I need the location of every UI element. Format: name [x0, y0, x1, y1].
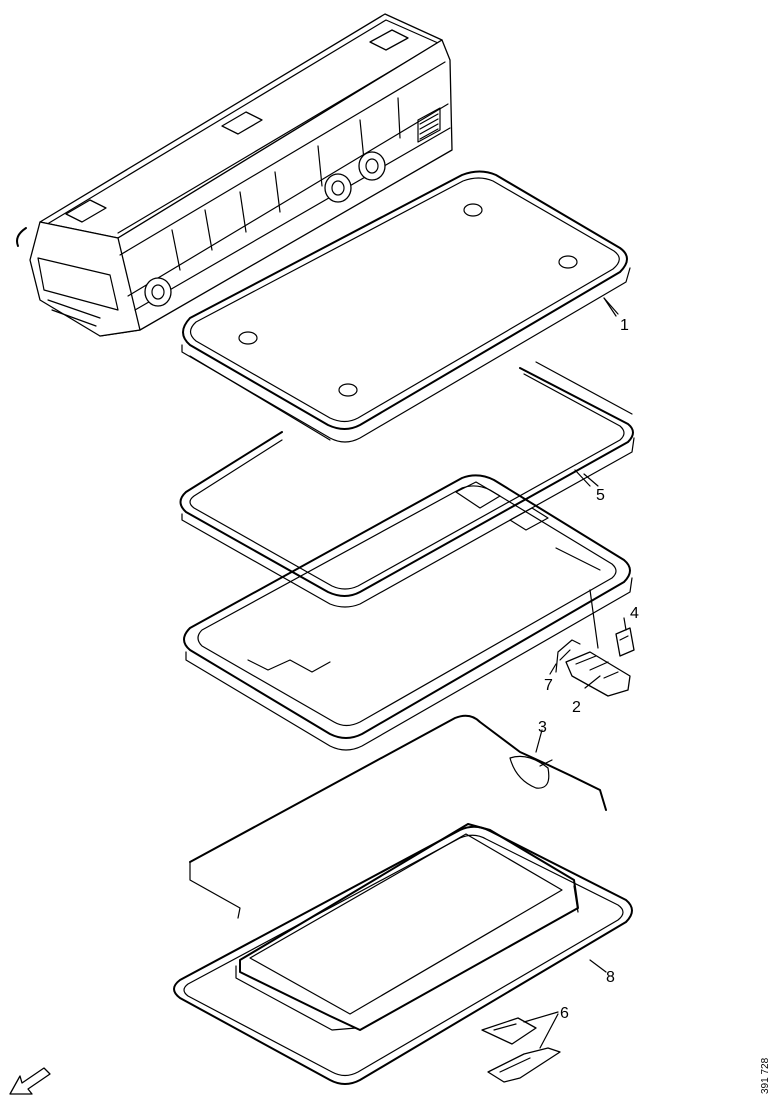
- bus-roof-hatch-rear: [369, 29, 409, 51]
- part-1-outer-cover: [181, 170, 631, 443]
- part-6-brackets: [481, 1017, 561, 1083]
- part-4-clip: [615, 627, 635, 657]
- label-part-4: 4: [630, 605, 639, 622]
- label-part-5: 5: [596, 487, 605, 504]
- label-part-3: 3: [538, 719, 547, 736]
- part-3-cable: [189, 714, 607, 919]
- direction-arrow-icon: [9, 1067, 51, 1095]
- label-part-2: 2: [572, 699, 581, 716]
- label-part-8: 8: [606, 969, 615, 986]
- part-5-gasket-frame: [179, 361, 635, 608]
- leader-lines: [523, 297, 627, 1049]
- label-part-1: 1: [620, 317, 629, 334]
- bus-roof-hatch-front: [65, 199, 107, 223]
- reference-number: 391 728: [760, 1057, 771, 1094]
- part-7-spring: [555, 639, 581, 673]
- hatch-frame-tray: [183, 474, 633, 751]
- part-2-latch: [565, 651, 631, 697]
- label-part-7: 7: [544, 677, 553, 694]
- bus-illustration: [16, 13, 453, 337]
- part-8-inner-lining: [173, 823, 633, 1085]
- bus-roof-hatch-middle: [221, 111, 263, 135]
- label-part-6: 6: [560, 1005, 569, 1022]
